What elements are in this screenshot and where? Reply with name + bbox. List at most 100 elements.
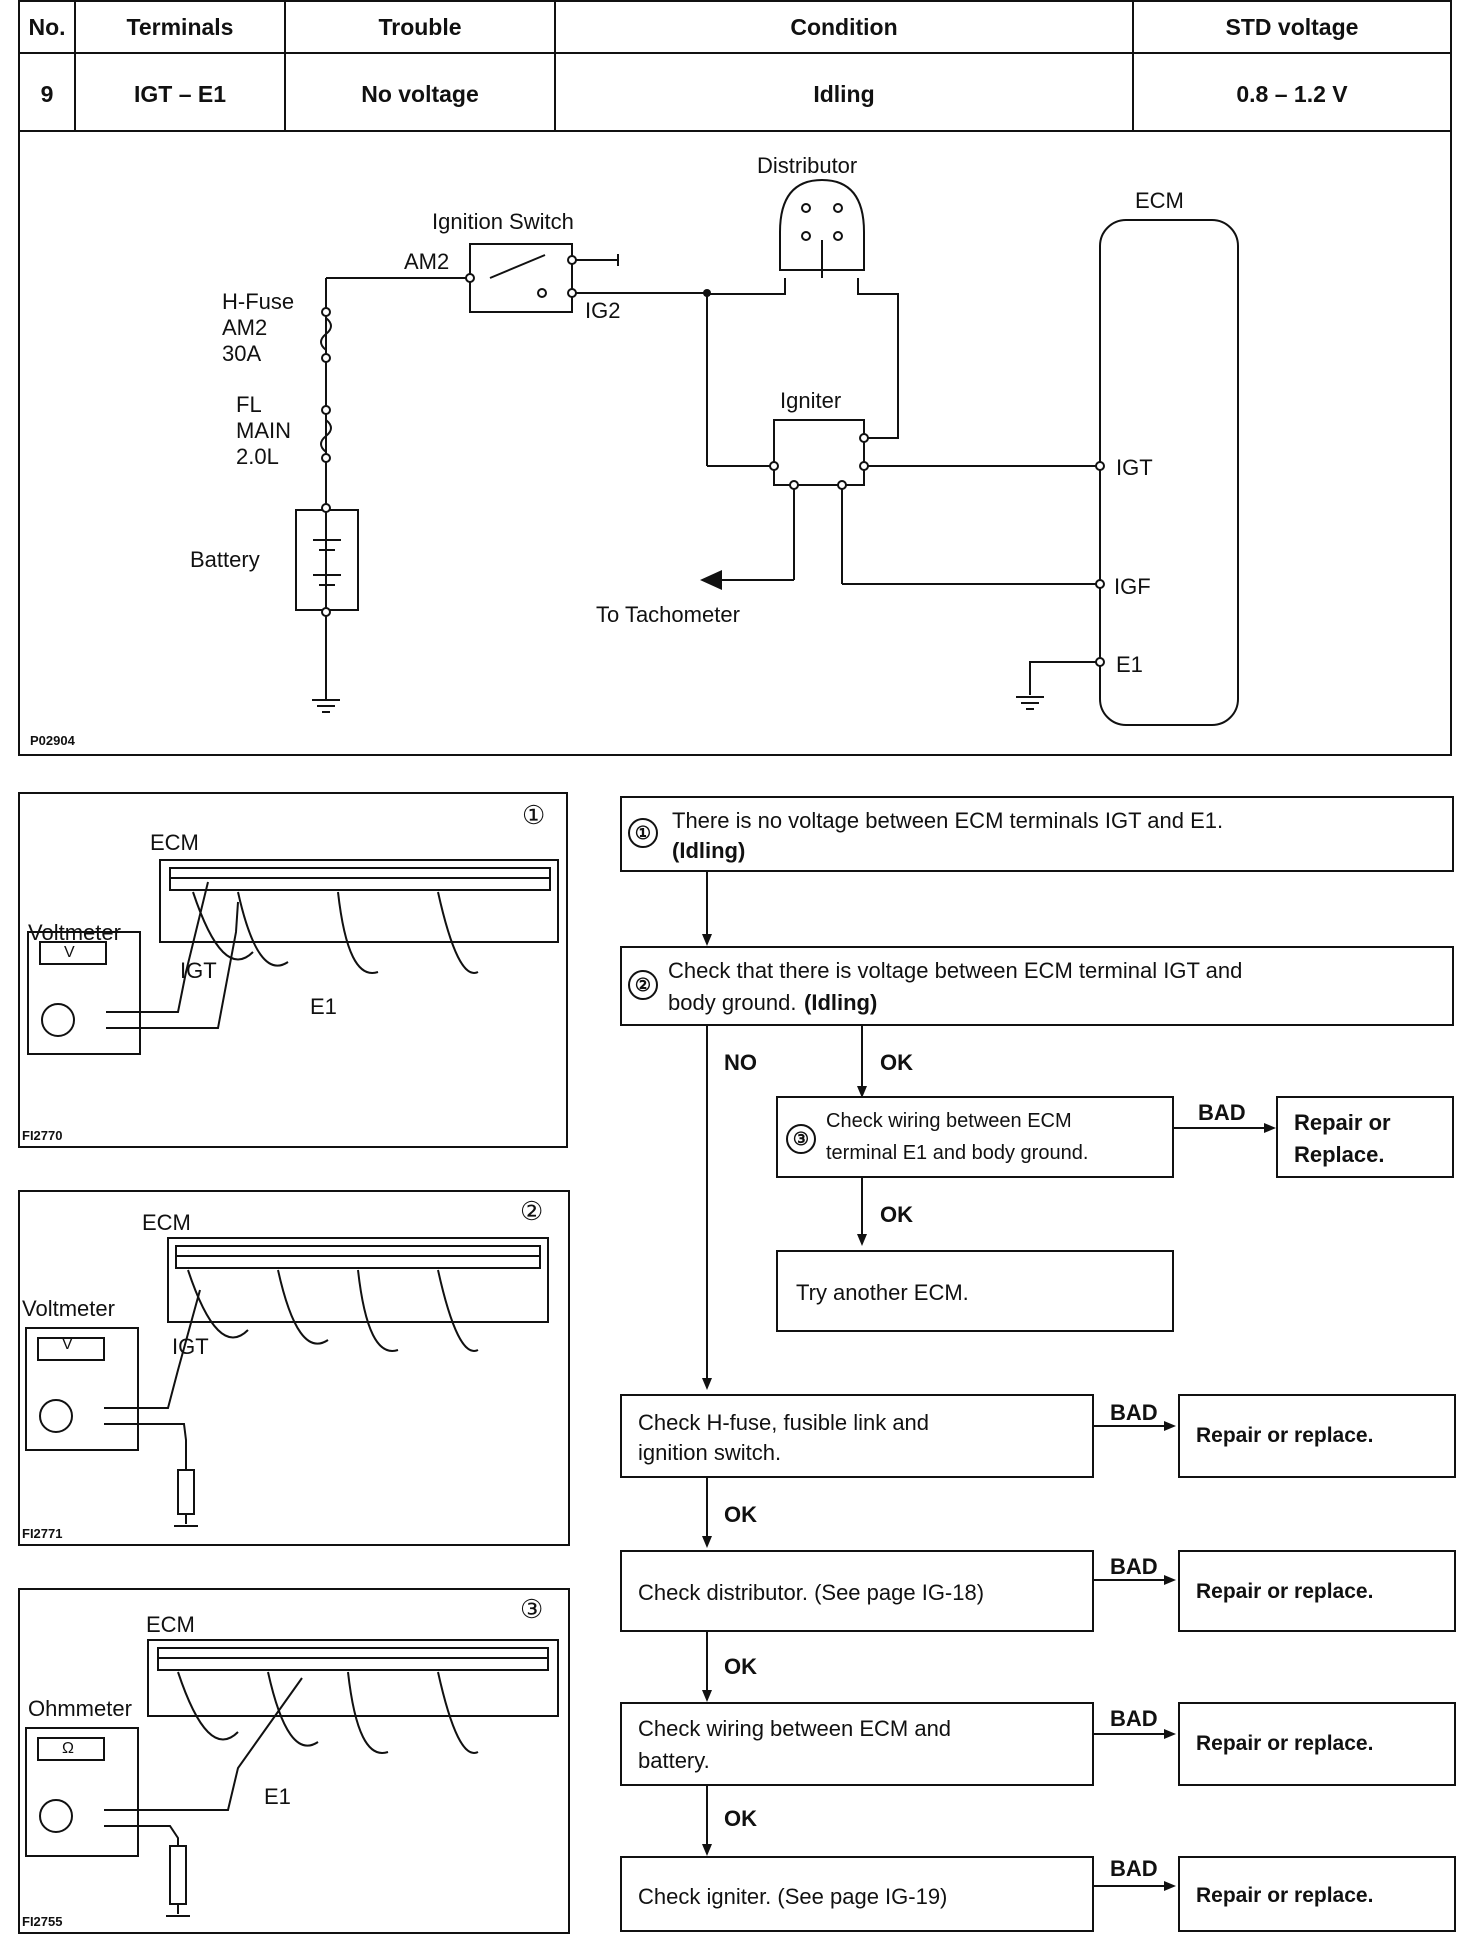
am2-label: AM2 <box>404 249 450 274</box>
panel-3 <box>18 1588 570 1934</box>
spec-table: No. Terminals Trouble Condition STD volt… <box>18 0 1452 136</box>
check-fuse-box: Check H-fuse, fusible link and ignition … <box>620 1394 1094 1478</box>
step-3-number: ③ <box>786 1124 816 1154</box>
panel-2-meter-symbol: V <box>62 1336 73 1353</box>
panel-2-meter: Voltmeter <box>22 1296 115 1321</box>
hfuse-label-1: H-Fuse <box>222 289 295 314</box>
label-bad-step-3: BAD <box>1198 1100 1246 1125</box>
tachometer-label: To Tachometer <box>596 602 740 627</box>
repair-box-2: Repair or replace. <box>1178 1550 1456 1632</box>
label-ok-5: OK <box>724 1806 757 1831</box>
ig2-label: IG2 <box>585 298 621 323</box>
fl-label-1: FL <box>236 392 262 417</box>
check-fuse-line-1: Check H-fuse, fusible link and <box>638 1410 930 1435</box>
header-no: No. <box>18 0 76 54</box>
panel-2-code: FI2771 <box>22 1526 63 1541</box>
check-wiring-box: Check wiring between ECM and battery. <box>620 1702 1094 1786</box>
step-2-line-2b: (Idling) <box>804 990 878 1015</box>
panel-2-drawing <box>25 1237 549 1527</box>
label-bad-fuse: BAD <box>1110 1400 1158 1425</box>
try-ecm-text: Try another ECM. <box>796 1280 969 1305</box>
repair-capital-box: Repair or Replace. <box>1276 1096 1454 1178</box>
step-2-number: ② <box>628 970 658 1000</box>
panel-2 <box>18 1190 570 1546</box>
panel-3-code: FI2755 <box>22 1914 63 1929</box>
repair-text-2: Repair or replace. <box>1196 1580 1374 1603</box>
header-condition: Condition <box>554 0 1134 54</box>
label-bad-igniter: BAD <box>1110 1856 1158 1881</box>
panel-3-drawing <box>25 1639 559 1917</box>
spec-header-row: No. Terminals Trouble Condition STD volt… <box>18 0 1452 54</box>
circuit-diagram <box>18 130 1452 756</box>
panel-3-probe-e1: E1 <box>264 1784 291 1809</box>
label-bad-distributor: BAD <box>1110 1554 1158 1579</box>
panel-1-code: FI2770 <box>22 1128 63 1143</box>
step-2-line-1: Check that there is voltage between ECM … <box>668 958 1243 983</box>
step-1-number: ① <box>628 818 658 848</box>
check-distributor-box: Check distributor. (See page IG-18) <box>620 1550 1094 1632</box>
spec-data-row: 9 IGT – E1 No voltage Idling 0.8 – 1.2 V <box>18 52 1452 136</box>
check-igniter-box: Check igniter. (See page IG-19) <box>620 1856 1094 1932</box>
igniter-label: Igniter <box>780 388 842 413</box>
repair-text-1: Repair or replace. <box>1196 1424 1374 1447</box>
panel-1-probe-e1: E1 <box>310 994 337 1019</box>
header-std-voltage: STD voltage <box>1132 0 1452 54</box>
igf-label: IGF <box>1114 574 1151 599</box>
flow-step-1: ① There is no voltage between ECM termin… <box>620 796 1454 872</box>
panel-1-meter-symbol: V <box>64 944 75 961</box>
cell-no: 9 <box>18 52 76 136</box>
label-ok-2: OK <box>880 1202 913 1227</box>
label-bad-wiring: BAD <box>1110 1706 1158 1731</box>
label-ok-1: OK <box>880 1050 913 1075</box>
check-wiring-line-1: Check wiring between ECM and <box>638 1716 952 1741</box>
panel-1 <box>18 792 568 1148</box>
circuit-code: P02904 <box>30 733 75 748</box>
circuit-wiring <box>295 178 1239 726</box>
header-terminals: Terminals <box>74 0 286 54</box>
header-trouble: Trouble <box>284 0 556 54</box>
hfuse-label-2: AM2 <box>222 315 268 340</box>
panel-3-meter: Ohmmeter <box>28 1696 132 1721</box>
step-1-line-1: There is no voltage between ECM terminal… <box>672 808 1224 833</box>
repair-box-3: Repair or replace. <box>1178 1702 1456 1786</box>
distributor-label: Distributor <box>757 153 858 178</box>
step-3-line-2: terminal E1 and body ground. <box>826 1142 1089 1164</box>
panel-1-ecm: ECM <box>150 830 199 855</box>
panel-3-ecm: ECM <box>146 1612 195 1637</box>
hfuse-label-3: 30A <box>222 341 262 366</box>
check-fuse-line-2: ignition switch. <box>638 1440 782 1465</box>
cell-terminals: IGT – E1 <box>74 52 286 136</box>
repair-box-4: Repair or replace. <box>1178 1856 1456 1932</box>
flow-step-3: ③ Check wiring between ECM terminal E1 a… <box>776 1096 1174 1178</box>
cell-condition: Idling <box>554 52 1134 136</box>
label-no: NO <box>724 1050 757 1075</box>
repair-box-1: Repair or replace. <box>1178 1394 1456 1478</box>
repair-capital-line-2: Replace. <box>1294 1142 1385 1167</box>
repair-text-3: Repair or replace. <box>1196 1732 1374 1755</box>
check-distributor-text: Check distributor. (See page IG-18) <box>638 1580 985 1605</box>
step-2-line-2a: body ground. <box>668 990 797 1015</box>
repair-text-4: Repair or replace. <box>1196 1884 1374 1907</box>
panel-2-number: ② <box>520 1196 544 1226</box>
check-wiring-line-2: battery. <box>638 1748 710 1773</box>
ignition-switch-label: Ignition Switch <box>432 209 574 234</box>
label-ok-4: OK <box>724 1654 757 1679</box>
flow-step-2: ② Check that there is voltage between EC… <box>620 946 1454 1026</box>
panel-3-number: ③ <box>520 1594 544 1624</box>
e1-label: E1 <box>1116 652 1143 677</box>
panel-1-number: ① <box>522 800 546 830</box>
check-igniter-text: Check igniter. (See page IG-19) <box>638 1884 948 1909</box>
battery-label: Battery <box>190 547 260 572</box>
fl-label-3: 2.0L <box>236 444 279 469</box>
panel-2-ecm: ECM <box>142 1210 191 1235</box>
cell-std-voltage: 0.8 – 1.2 V <box>1132 52 1452 136</box>
panel-2-probe-igt: IGT <box>172 1334 209 1359</box>
panel-1-meter: Voltmeter <box>28 920 121 945</box>
panel-3-meter-symbol: Ω <box>62 1740 74 1757</box>
label-ok-3: OK <box>724 1502 757 1527</box>
cell-trouble: No voltage <box>284 52 556 136</box>
step-1-line-2: (Idling) <box>672 838 746 863</box>
try-ecm-box: Try another ECM. <box>776 1250 1174 1332</box>
fl-label-2: MAIN <box>236 418 291 443</box>
